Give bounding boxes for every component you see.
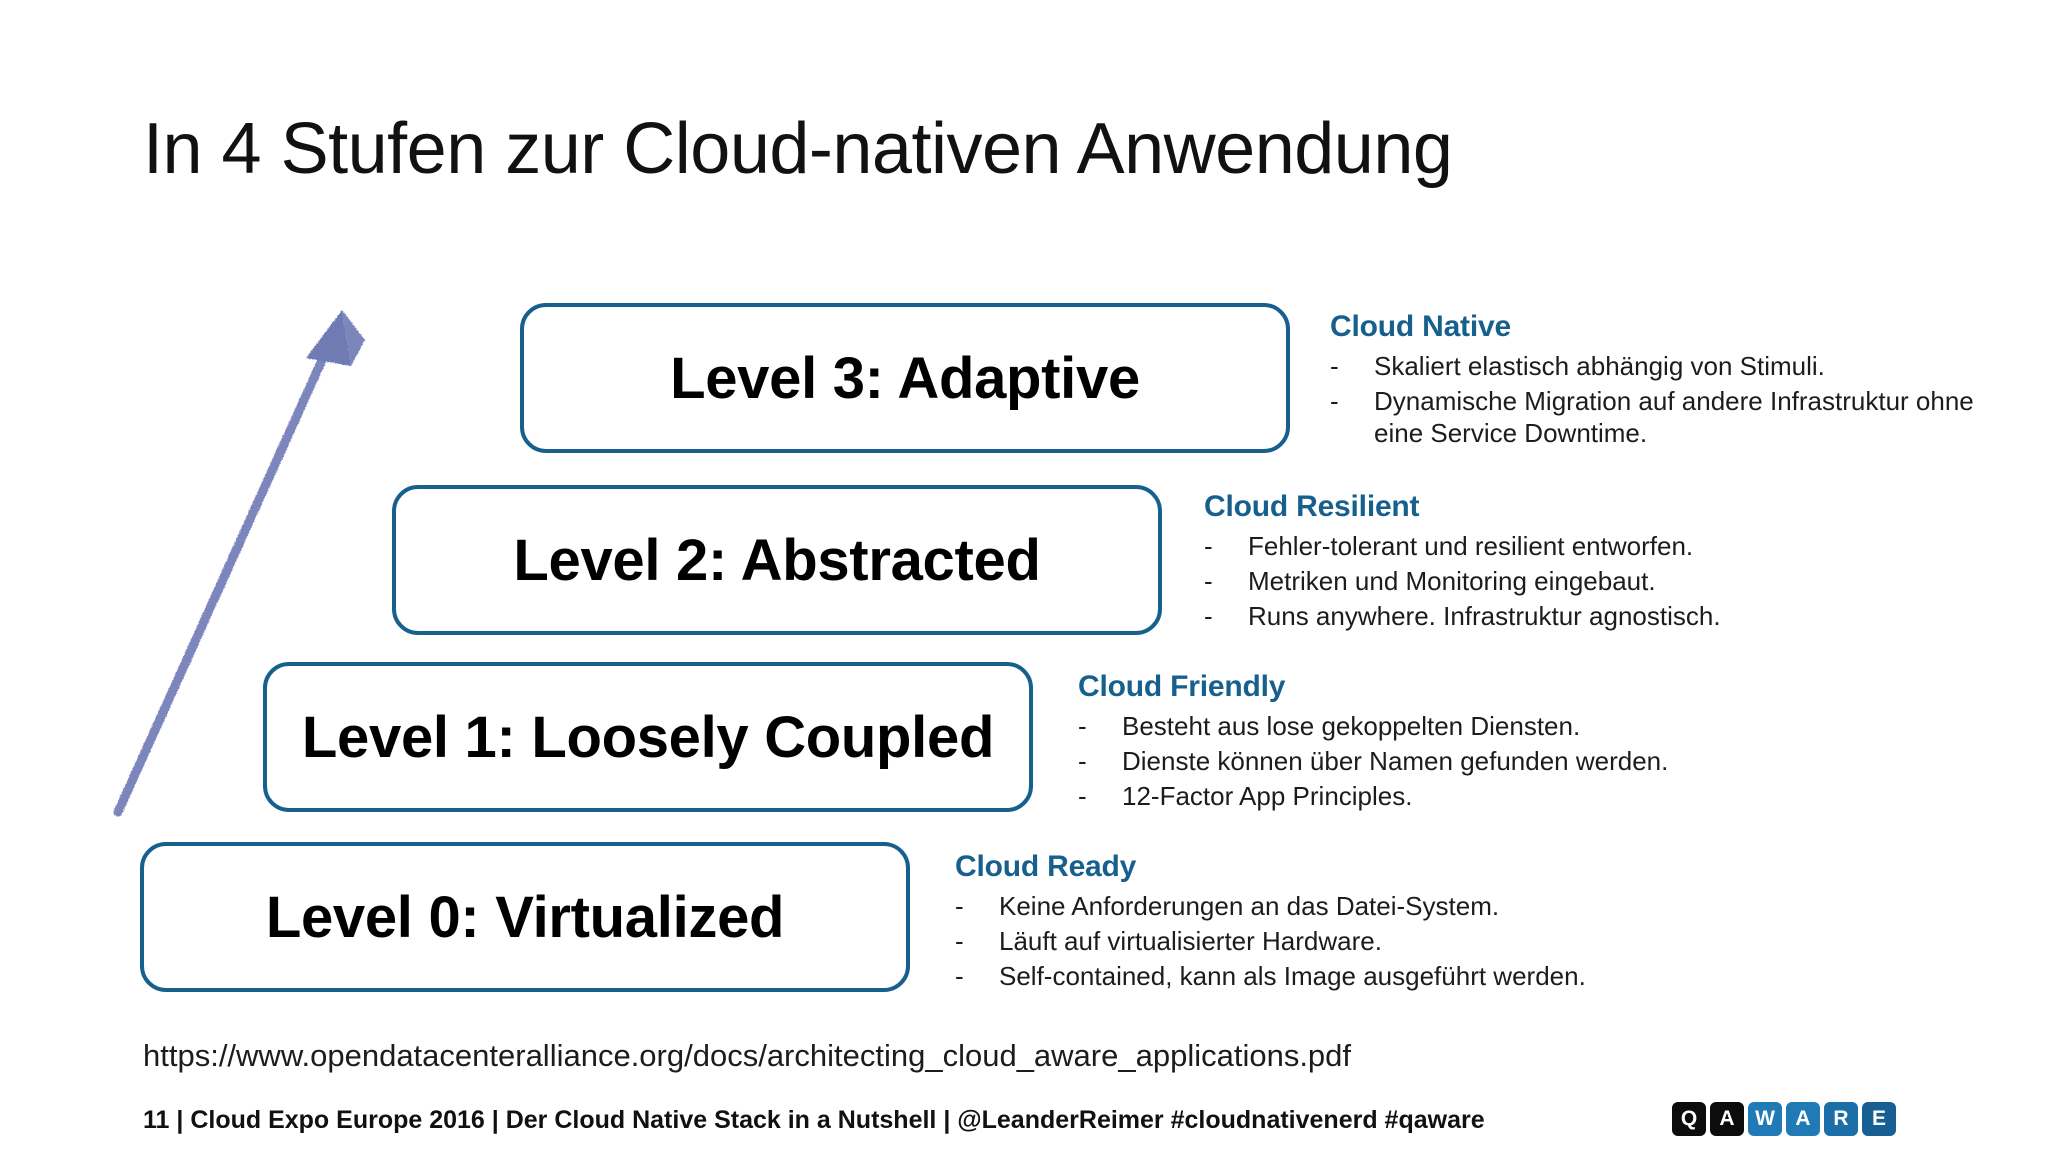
- qaware-logo: Q A W A R E: [1672, 1102, 1896, 1136]
- list-item: - Fehler-tolerant und resilient entworfe…: [1204, 530, 1721, 562]
- list-item-text: Metriken und Monitoring eingebaut.: [1248, 566, 1656, 597]
- annotation-heading: Cloud Native: [1330, 310, 1511, 343]
- annotation-group-cloud-ready: Cloud Ready - Keine Anforderungen an das…: [955, 850, 1586, 996]
- bullet-dash-icon: -: [1078, 781, 1087, 812]
- list-item: - Besteht aus lose gekoppelten Diensten.: [1078, 710, 1668, 742]
- bullet-dash-icon: -: [1204, 531, 1213, 561]
- list-item: - Keine Anforderungen an das Datei-Syste…: [955, 890, 1586, 922]
- level-box-label: Level 3: Adaptive: [670, 345, 1140, 411]
- logo-tile-a2: A: [1786, 1102, 1820, 1136]
- annotation-group-cloud-friendly: Cloud Friendly - Besteht aus lose gekopp…: [1078, 670, 1668, 816]
- list-item-text: Self-contained, kann als Image ausgeführ…: [999, 961, 1586, 992]
- annotation-group-cloud-native: Cloud Native - Skaliert elastisch abhäng…: [1330, 310, 1994, 453]
- list-item-text: Besteht aus lose gekoppelten Diensten.: [1122, 711, 1581, 741]
- page-title: In 4 Stufen zur Cloud-nativen Anwendung: [143, 109, 1453, 189]
- list-item: - Dynamische Migration auf andere Infras…: [1330, 385, 1994, 449]
- logo-tile-r: R: [1824, 1102, 1858, 1136]
- bullet-dash-icon: -: [1330, 386, 1339, 417]
- annotation-list: - Skaliert elastisch abhängig von Stimul…: [1330, 350, 1994, 450]
- bullet-dash-icon: -: [955, 961, 964, 992]
- list-item: - Runs anywhere. Infrastruktur agnostisc…: [1204, 600, 1721, 632]
- logo-tile-w: W: [1748, 1102, 1782, 1136]
- bullet-dash-icon: -: [955, 926, 964, 957]
- level-box-level-3[interactable]: Level 3: Adaptive: [520, 303, 1290, 453]
- level-box-label: Level 2: Abstracted: [513, 527, 1041, 593]
- list-item-text: 12-Factor App Principles.: [1122, 781, 1413, 812]
- level-box-level-2[interactable]: Level 2: Abstracted: [392, 485, 1162, 635]
- list-item-text: Keine Anforderungen an das Datei-System.: [999, 891, 1500, 921]
- logo-tile-q: Q: [1672, 1102, 1706, 1136]
- logo-tile-e: E: [1862, 1102, 1896, 1136]
- annotation-list: - Besteht aus lose gekoppelten Diensten.…: [1078, 710, 1668, 813]
- list-item: - Skaliert elastisch abhängig von Stimul…: [1330, 350, 1994, 382]
- level-box-level-0[interactable]: Level 0: Virtualized: [140, 842, 910, 992]
- list-item: - Läuft auf virtualisierter Hardware.: [955, 925, 1586, 957]
- list-item-text: Fehler-tolerant und resilient entworfen.: [1248, 531, 1694, 561]
- bullet-dash-icon: -: [1078, 746, 1087, 777]
- bullet-dash-icon: -: [1204, 566, 1213, 597]
- list-item: - Metriken und Monitoring eingebaut.: [1204, 565, 1721, 597]
- slide-footer-text: 11 | Cloud Expo Europe 2016 | Der Cloud …: [143, 1106, 1485, 1134]
- level-box-label: Level 0: Virtualized: [265, 884, 785, 950]
- annotation-heading: Cloud Friendly: [1078, 670, 1286, 703]
- list-item-text: Runs anywhere. Infrastruktur agnostisch.: [1248, 601, 1721, 632]
- annotation-list: - Keine Anforderungen an das Datei-Syste…: [955, 890, 1586, 993]
- bullet-dash-icon: -: [955, 891, 964, 921]
- annotation-group-cloud-resilient: Cloud Resilient - Fehler-tolerant und re…: [1204, 490, 1721, 636]
- level-box-level-1[interactable]: Level 1: Loosely Coupled: [263, 662, 1033, 812]
- annotation-heading: Cloud Ready: [955, 850, 1137, 883]
- list-item-text: Skaliert elastisch abhängig von Stimuli.: [1374, 351, 1825, 381]
- bullet-dash-icon: -: [1078, 711, 1087, 741]
- annotation-list: - Fehler-tolerant und resilient entworfe…: [1204, 530, 1721, 633]
- bullet-dash-icon: -: [1330, 351, 1339, 381]
- list-item-text: Dynamische Migration auf andere Infrastr…: [1374, 386, 1974, 449]
- list-item-text: Dienste können über Namen gefunden werde…: [1122, 746, 1669, 777]
- list-item: - Dienste können über Namen gefunden wer…: [1078, 745, 1668, 777]
- source-url-link[interactable]: https://www.opendatacenteralliance.org/d…: [143, 1038, 1352, 1073]
- list-item: - Self-contained, kann als Image ausgefü…: [955, 960, 1586, 992]
- list-item-text: Läuft auf virtualisierter Hardware.: [999, 926, 1382, 957]
- logo-tile-a1: A: [1710, 1102, 1744, 1136]
- bullet-dash-icon: -: [1204, 601, 1213, 632]
- list-item: - 12-Factor App Principles.: [1078, 780, 1668, 812]
- annotation-heading: Cloud Resilient: [1204, 490, 1420, 523]
- level-box-label: Level 1: Loosely Coupled: [301, 704, 995, 770]
